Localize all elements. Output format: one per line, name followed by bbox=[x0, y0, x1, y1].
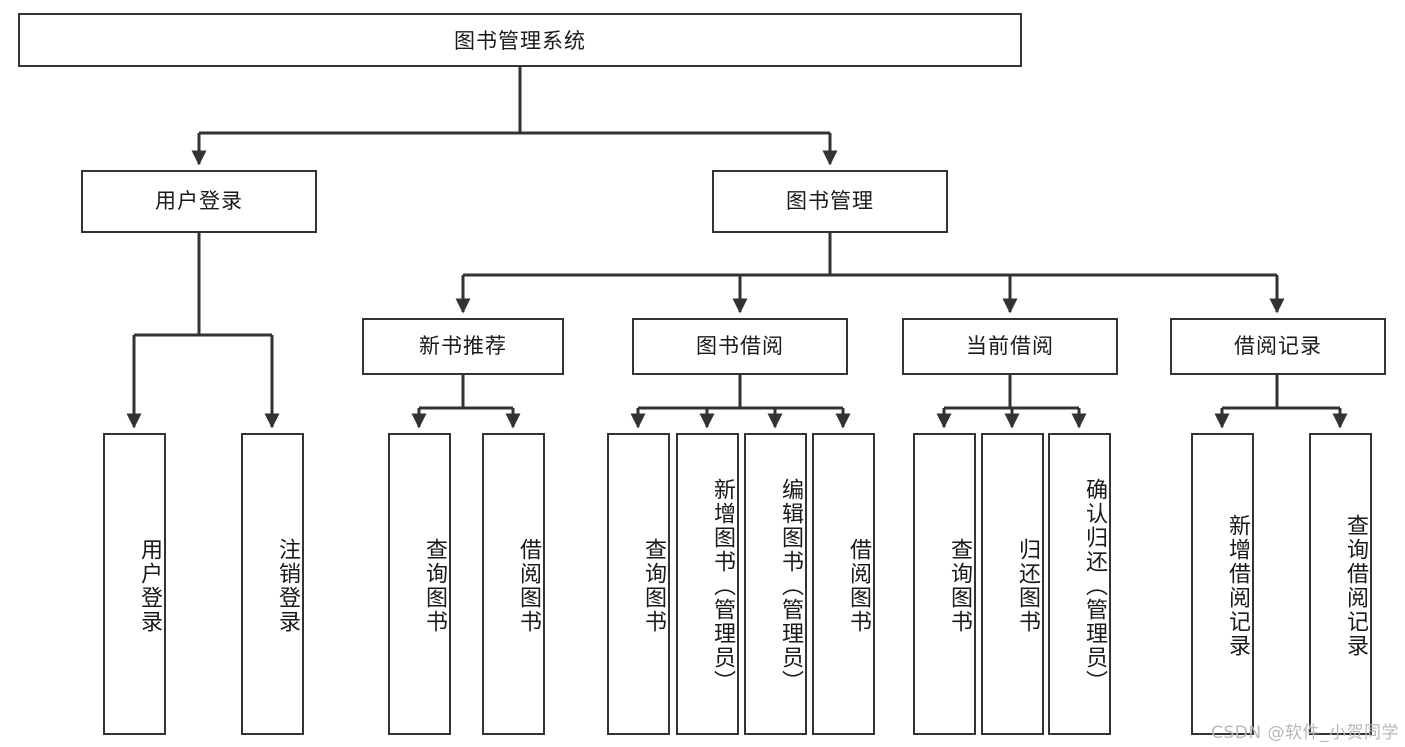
leaf-label: 借阅图书 bbox=[846, 538, 871, 634]
leaf-current-borrow-query[interactable]: 查询图书 bbox=[913, 433, 976, 735]
node-current-borrow-label: 当前借阅 bbox=[966, 333, 1054, 358]
leaf-label: 查询图书 bbox=[422, 538, 447, 634]
leaf-new-book-borrow[interactable]: 借阅图书 bbox=[482, 433, 545, 735]
leaf-current-borrow-confirm-return[interactable]: 确认归还（管理员） bbox=[1048, 433, 1111, 735]
node-borrow-record-label: 借阅记录 bbox=[1234, 333, 1322, 358]
leaf-label: 借阅图书 bbox=[516, 538, 541, 634]
node-current-borrow[interactable]: 当前借阅 bbox=[902, 318, 1118, 375]
leaf-label: 注销登录 bbox=[275, 538, 300, 634]
leaf-label: 新增图书（管理员） bbox=[710, 478, 735, 694]
node-borrow-record[interactable]: 借阅记录 bbox=[1170, 318, 1386, 375]
leaf-book-borrow-query[interactable]: 查询图书 bbox=[607, 433, 670, 735]
node-user-login[interactable]: 用户登录 bbox=[81, 170, 317, 233]
leaf-borrow-record-add[interactable]: 新增借阅记录 bbox=[1191, 433, 1254, 735]
leaf-user-login-login[interactable]: 用户登录 bbox=[103, 433, 166, 735]
leaf-book-borrow-edit[interactable]: 编辑图书（管理员） bbox=[744, 433, 807, 735]
leaf-book-borrow-add[interactable]: 新增图书（管理员） bbox=[676, 433, 739, 735]
node-new-book-recommend[interactable]: 新书推荐 bbox=[362, 318, 564, 375]
leaf-user-login-logout[interactable]: 注销登录 bbox=[241, 433, 304, 735]
leaf-label: 新增借阅记录 bbox=[1225, 514, 1250, 658]
node-book-management[interactable]: 图书管理 bbox=[712, 170, 948, 233]
leaf-book-borrow-borrow[interactable]: 借阅图书 bbox=[812, 433, 875, 735]
watermark: CSDN @软件_小贺同学 bbox=[1211, 723, 1399, 743]
leaf-label: 查询图书 bbox=[641, 538, 666, 634]
leaf-label: 查询借阅记录 bbox=[1343, 514, 1368, 658]
node-book-borrow-label: 图书借阅 bbox=[696, 333, 784, 358]
leaf-current-borrow-return[interactable]: 归还图书 bbox=[981, 433, 1044, 735]
node-root[interactable]: 图书管理系统 bbox=[18, 13, 1022, 67]
leaf-label: 查询图书 bbox=[947, 538, 972, 634]
node-root-label: 图书管理系统 bbox=[454, 29, 586, 53]
leaf-new-book-query[interactable]: 查询图书 bbox=[388, 433, 451, 735]
leaf-borrow-record-query[interactable]: 查询借阅记录 bbox=[1309, 433, 1372, 735]
leaf-label: 编辑图书（管理员） bbox=[778, 478, 803, 694]
node-new-book-recommend-label: 新书推荐 bbox=[419, 333, 507, 358]
node-user-login-label: 用户登录 bbox=[155, 188, 243, 213]
node-book-borrow[interactable]: 图书借阅 bbox=[632, 318, 848, 375]
leaf-label: 确认归还（管理员） bbox=[1082, 478, 1107, 694]
node-book-management-label: 图书管理 bbox=[786, 188, 874, 213]
leaf-label: 用户登录 bbox=[137, 538, 162, 634]
leaf-label: 归还图书 bbox=[1015, 538, 1040, 634]
